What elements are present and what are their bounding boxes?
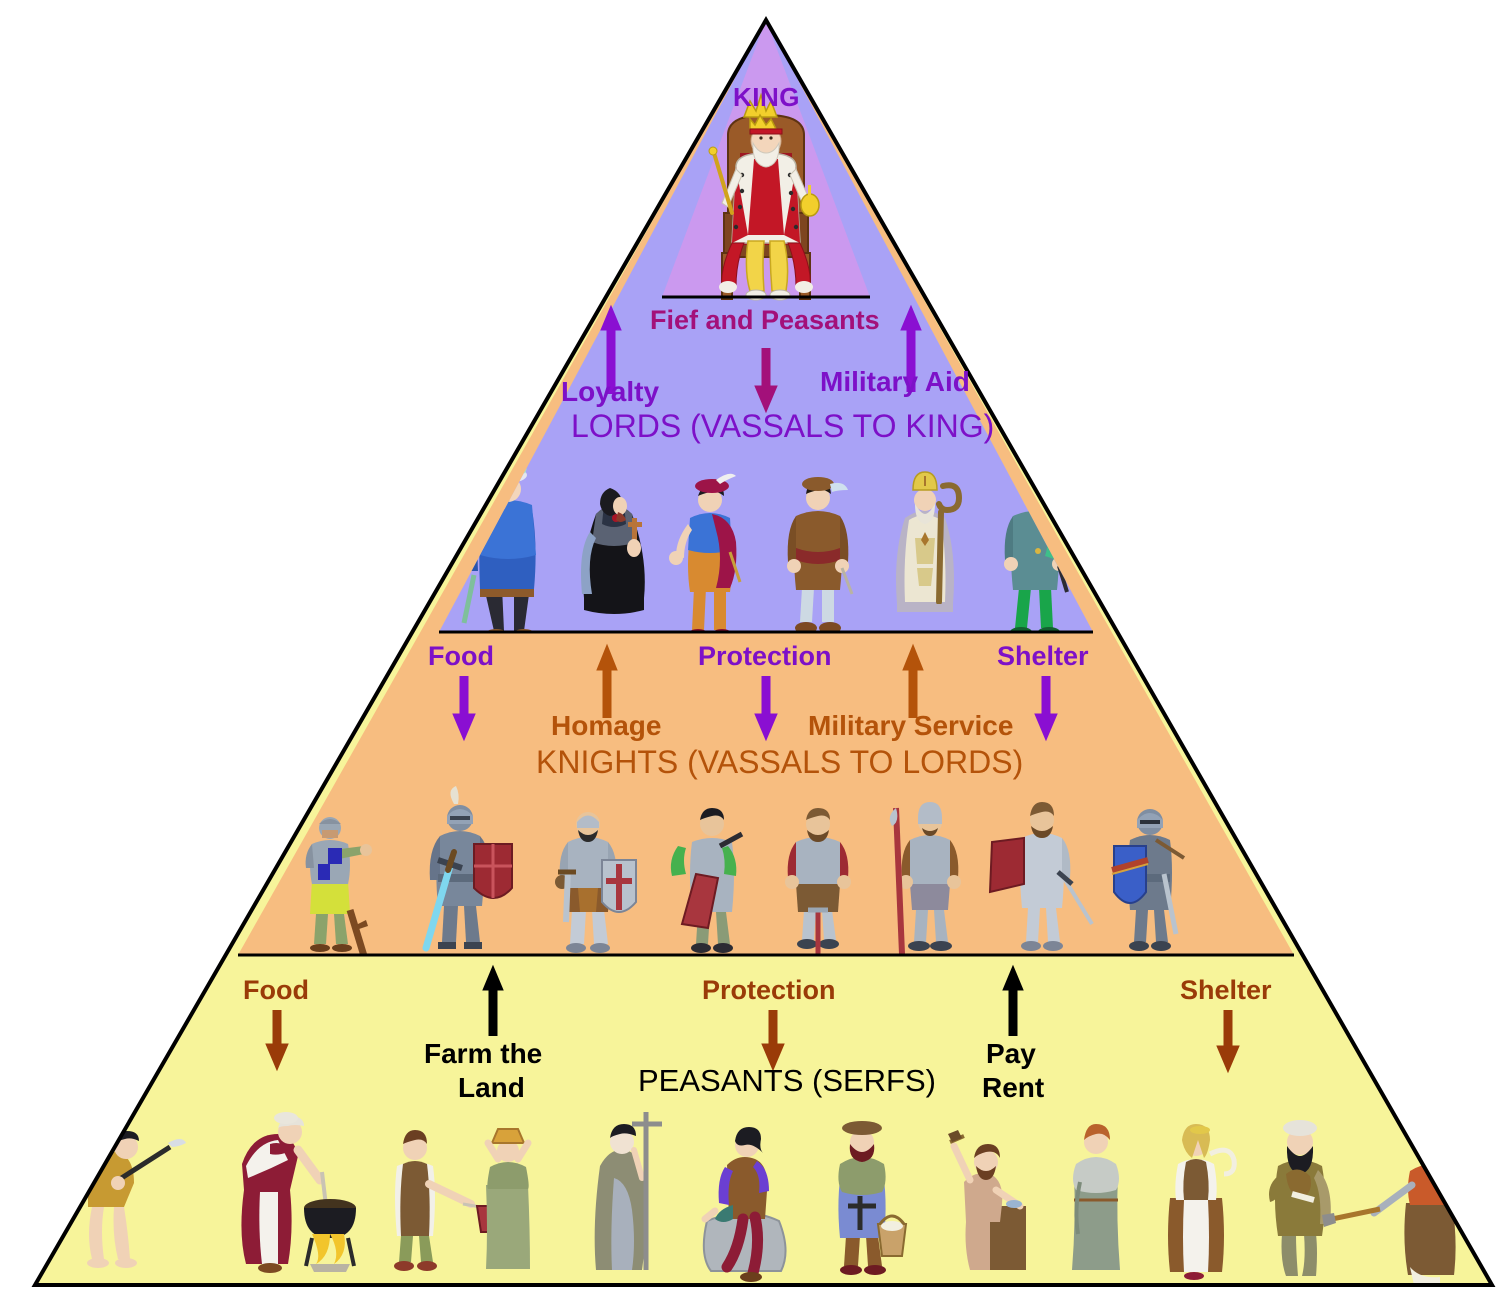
label-farm-the-land-line2: Land xyxy=(458,1072,525,1103)
label-fief-and-peasants: Fief and Peasants xyxy=(650,305,880,335)
arrow-food-knights-down xyxy=(452,676,476,742)
arrow-shelter-peasants-down xyxy=(1216,1010,1240,1074)
label-farm-the-land-line1: Farm the xyxy=(424,1038,543,1069)
tier-dividers xyxy=(238,295,1294,957)
label-peasants: PEASANTS (SERFS) xyxy=(638,1063,936,1098)
label-shelter-knights: Shelter xyxy=(997,641,1089,671)
label-homage: Homage xyxy=(551,710,662,741)
figure-knight-green-pack xyxy=(670,808,744,953)
figure-knight-red-banner xyxy=(988,802,1094,951)
figure-king-on-throne xyxy=(708,92,820,301)
figure-bearded-man-with-bundle xyxy=(1269,1120,1331,1276)
label-food-knights: Food xyxy=(428,641,494,671)
figure-monk-grey-robe xyxy=(1072,1124,1120,1270)
label-knights: KNIGHTS (VASSALS TO LORDS) xyxy=(536,744,1024,780)
arrow-shelter-knights-down xyxy=(1034,676,1058,742)
figure-monk-with-cross xyxy=(594,1112,662,1270)
figure-knight-cross-shield xyxy=(555,812,637,953)
figure-man-with-bucket xyxy=(394,1130,501,1271)
figure-cauldron-fire xyxy=(304,1199,356,1272)
figure-knight-red-shield xyxy=(422,786,513,952)
label-military-service: Military Service xyxy=(808,710,1014,741)
label-lords: LORDS (VASSALS TO KING) xyxy=(571,408,995,444)
pyramid-outline xyxy=(31,15,1496,1287)
label-loyalty: Loyalty xyxy=(561,376,660,407)
label-food-peasants: Food xyxy=(243,975,309,1005)
figure-bishop-black-cope xyxy=(581,488,645,614)
figure-knight-brown-tunic xyxy=(785,808,851,955)
figure-woman-with-apron xyxy=(1168,1124,1237,1280)
arrow-homage-up xyxy=(596,643,618,718)
arrow-farm-the-land-up xyxy=(482,964,504,1036)
label-king: KING xyxy=(733,82,800,112)
arrows xyxy=(265,304,1240,1074)
figure-soldier-pointing xyxy=(305,817,372,955)
figures-knights xyxy=(305,786,1186,955)
arrow-fief-and-peasants-down xyxy=(754,348,778,414)
figures-peasants xyxy=(87,1112,1456,1285)
figure-pilgrim-with-basket xyxy=(838,1121,908,1275)
label-military-aid: Military Aid xyxy=(820,366,970,397)
label-pay-rent-line1: Pay xyxy=(986,1038,1036,1069)
arrow-food-peasants-down xyxy=(265,1010,289,1072)
figure-woman-carrying-load xyxy=(484,1128,532,1269)
label-pay-rent-line2: Rent xyxy=(982,1072,1045,1103)
figure-craftsman-with-hammer xyxy=(948,1130,1026,1270)
arrow-protection-peasants-down xyxy=(761,1010,785,1072)
arrow-military-aid-up xyxy=(900,304,922,392)
label-protection-knights: Protection xyxy=(698,641,832,671)
label-protection-peasants: Protection xyxy=(702,975,836,1005)
arrow-military-service-up xyxy=(902,643,924,718)
label-shelter-peasants: Shelter xyxy=(1180,975,1272,1005)
arrow-pay-rent-up xyxy=(1002,964,1024,1036)
figure-bishop-mitre-crozier xyxy=(896,471,963,612)
figure-knight-with-spear xyxy=(889,802,961,955)
arrow-loyalty-up xyxy=(600,304,622,394)
arrow-protection-knights-down xyxy=(754,676,778,742)
figure-knight-blue-shield xyxy=(1111,809,1186,951)
figure-woman-cooking-pot xyxy=(241,1112,328,1273)
figure-man-sitting-on-rock xyxy=(701,1127,787,1282)
